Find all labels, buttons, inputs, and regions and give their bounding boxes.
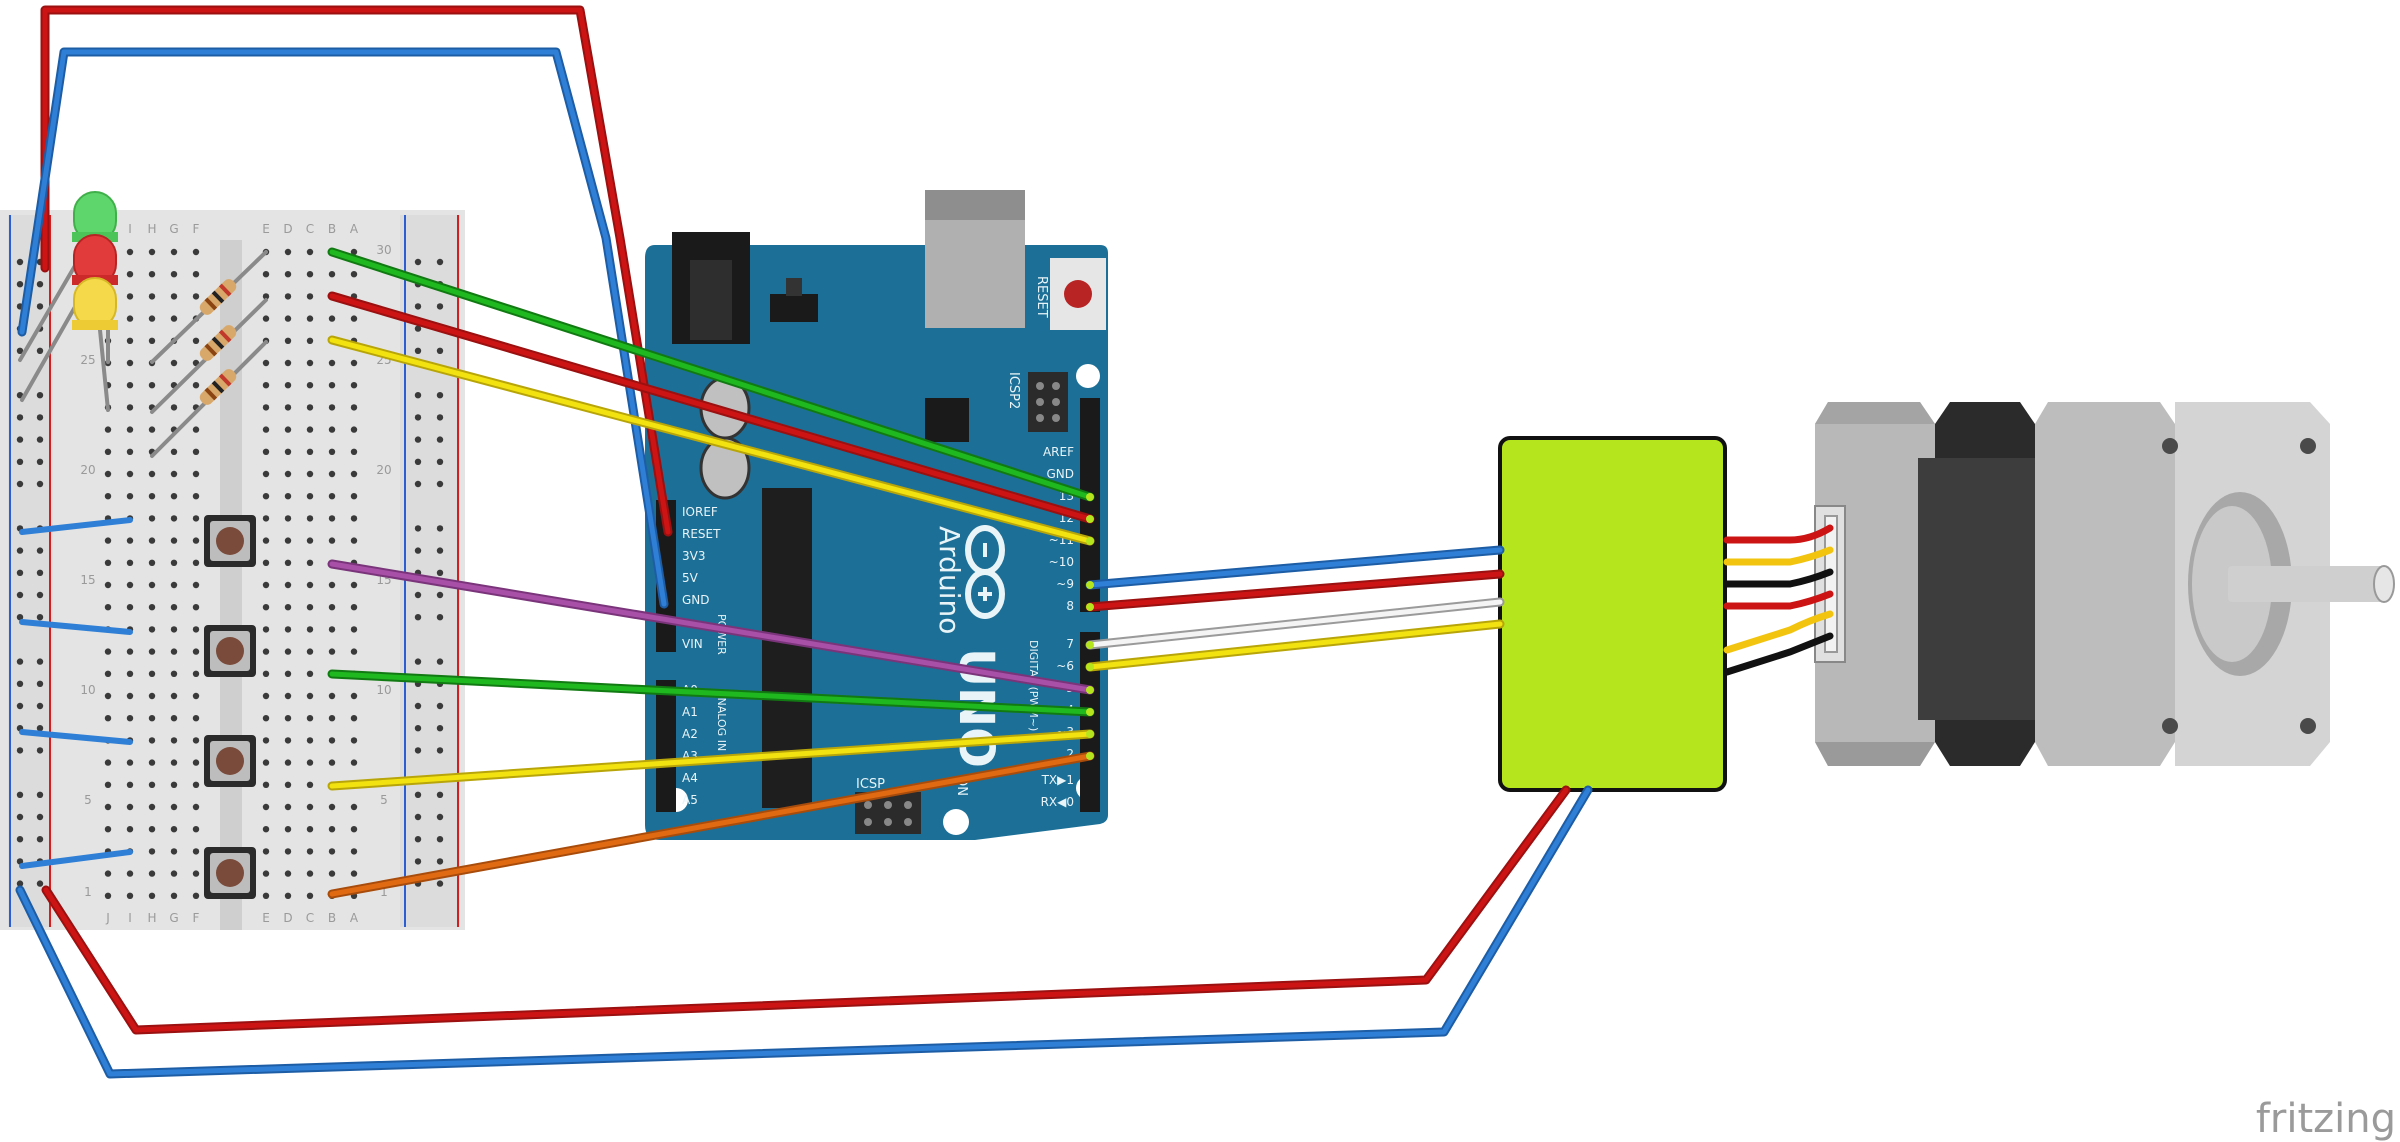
pin-label: 2 — [1066, 747, 1074, 761]
breadboard: J I H G F E D C B A J I H G F E D C B A … — [0, 191, 465, 930]
row-number: 25 — [80, 353, 95, 367]
breadboard-holes — [16, 248, 444, 899]
pin-label: 7 — [1066, 637, 1074, 651]
col-letter: E — [262, 911, 270, 925]
pin-label: A1 — [682, 705, 698, 719]
pin-label: IOREF — [682, 505, 718, 519]
push-button[interactable] — [204, 625, 256, 677]
analog-header — [656, 680, 676, 812]
reset-label: RESET — [1034, 276, 1049, 318]
pin-label: ~6 — [1056, 659, 1074, 673]
col-letter: A — [350, 911, 359, 925]
resistor — [199, 325, 237, 361]
wires — [15, 5, 1593, 1079]
breadboard-jumpers — [19, 517, 133, 869]
stepper-driver-module — [1498, 436, 1727, 792]
pin-label: A2 — [682, 727, 698, 741]
col-letter: B — [328, 911, 336, 925]
col-letter: B — [328, 222, 336, 236]
motor-leads — [1723, 524, 1834, 676]
col-letter: C — [306, 222, 314, 236]
col-letter: H — [147, 911, 156, 925]
pin-label: RESET — [682, 527, 721, 541]
row-number: 10 — [376, 683, 391, 697]
push-button[interactable] — [204, 515, 256, 567]
row-number: 5 — [380, 793, 388, 807]
pin-label: VIN — [682, 637, 703, 651]
col-letter: G — [169, 222, 178, 236]
stepper-motor — [1723, 402, 2395, 766]
row-number: 10 — [80, 683, 95, 697]
col-letter: J — [105, 911, 110, 925]
icsp2-header — [1028, 372, 1068, 432]
col-letter: I — [128, 911, 132, 925]
col-letter: I — [128, 222, 132, 236]
arduino-uno: RESET ICSP2 ICSP ON Arduino — [645, 190, 1108, 840]
power-label: POWER — [715, 614, 728, 655]
pin-label: 5V — [682, 571, 699, 585]
wire-end-pins — [1086, 493, 1094, 760]
breadboard-column-letters-bottom: J I H G F E D C B A — [105, 911, 359, 925]
pin-label: TX▶1 — [1041, 773, 1074, 787]
pin-label: GND — [1046, 467, 1074, 481]
motor-shaft — [2228, 565, 2395, 603]
pin-label: A5 — [682, 793, 698, 807]
col-letter: F — [193, 911, 200, 925]
digital-header-bottom — [1080, 632, 1100, 812]
pin-label: ~9 — [1056, 577, 1074, 591]
digital-header-top — [1080, 398, 1100, 612]
col-letter: E — [262, 222, 270, 236]
analog-label: ANALOG IN — [715, 690, 728, 751]
pin-label: AREF — [1043, 445, 1074, 459]
row-number: 1 — [380, 885, 388, 899]
col-letter: D — [283, 911, 292, 925]
row-number: 30 — [376, 243, 391, 257]
row-number: 20 — [376, 463, 391, 477]
col-letter: G — [169, 911, 178, 925]
reset-button[interactable] — [1050, 258, 1106, 330]
push-button[interactable] — [204, 847, 256, 899]
resistor — [199, 369, 237, 405]
arduino-brand: Arduino — [933, 526, 966, 634]
row-number: 5 — [84, 793, 92, 807]
led-yellow — [72, 277, 118, 330]
power-rail-left — [8, 215, 53, 927]
pin-label: RX◀0 — [1041, 795, 1074, 809]
col-letter: C — [306, 911, 314, 925]
row-number: 1 — [84, 885, 92, 899]
row-number: 20 — [80, 463, 95, 477]
pin-label: 3V3 — [682, 549, 705, 563]
col-letter: A — [350, 222, 359, 236]
power-pin-labels: IOREF RESET 3V3 5V GND VIN — [682, 505, 721, 651]
row-number: 15 — [80, 573, 95, 587]
icsp2-label: ICSP2 — [1006, 372, 1021, 409]
fritzing-logo: fritzing — [2256, 1096, 2396, 1142]
pin-label: 8 — [1066, 599, 1074, 613]
icsp-label: ICSP — [856, 777, 885, 792]
pin-label: ~10 — [1049, 555, 1074, 569]
col-letter: D — [283, 222, 292, 236]
push-button[interactable] — [204, 735, 256, 787]
col-letter: F — [193, 222, 200, 236]
pin-label: A4 — [682, 771, 698, 785]
power-header — [656, 500, 676, 652]
col-letter: H — [147, 222, 156, 236]
push-buttons — [204, 515, 256, 899]
pin-label: GND — [682, 593, 710, 607]
resistor — [199, 279, 237, 315]
